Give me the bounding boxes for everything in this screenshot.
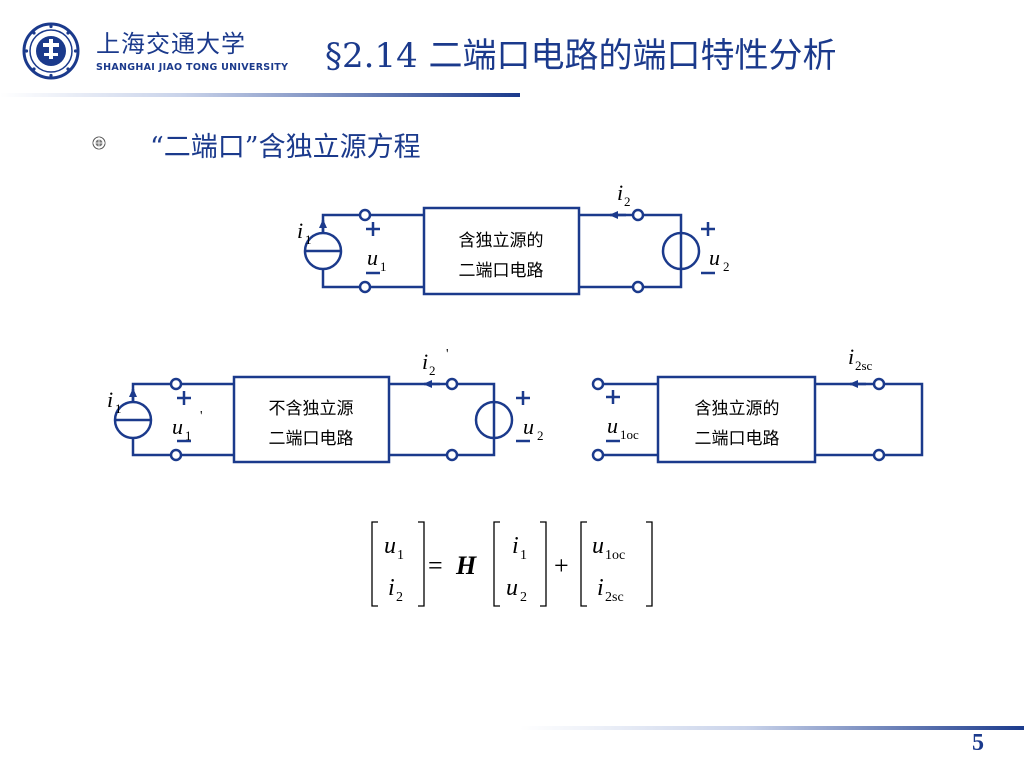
terminal-icon xyxy=(872,377,886,391)
label-u1-prime: u xyxy=(172,414,183,439)
label-i2-prime-mark: ' xyxy=(446,347,449,362)
label-u2: u xyxy=(709,245,720,270)
label-u1-prime-sub: 1 xyxy=(185,428,192,443)
eq-rhs-bot-sub: 2sc xyxy=(605,590,624,605)
label-u1: u xyxy=(367,245,378,270)
terminal-icon xyxy=(169,377,183,391)
terminal-icon xyxy=(169,448,183,462)
label-i2sc-sub: 2sc xyxy=(855,358,873,373)
current-source-icon xyxy=(303,231,343,271)
label-u2: u xyxy=(523,414,534,439)
eq-rhs-top-sub: 1oc xyxy=(605,548,625,563)
label-u1oc-sub: 1oc xyxy=(620,427,639,442)
terminal-icon xyxy=(631,208,645,222)
current-source-icon xyxy=(113,400,153,440)
terminal-icon xyxy=(872,448,886,462)
box-label-line1: 含独立源的 xyxy=(695,399,780,419)
label-i2-prime: i xyxy=(422,349,428,374)
voltage-source-icon xyxy=(661,231,701,271)
label-i2sc: i xyxy=(848,344,854,369)
label-i2-sub: 2 xyxy=(624,194,631,209)
box-label-line2: 二端口电路 xyxy=(459,261,544,281)
sjtu-emblem-icon xyxy=(22,22,80,80)
eq-lhs-bot: i xyxy=(388,575,395,601)
box-label-line2: 二端口电路 xyxy=(695,429,780,449)
bullet-icon xyxy=(92,136,106,150)
two-port-box xyxy=(232,375,391,464)
label-u1oc: u xyxy=(607,413,618,438)
label-i2-prime-sub: 2 xyxy=(429,363,436,378)
terminal-icon xyxy=(591,377,605,391)
label-u1-sub: 1 xyxy=(380,259,387,274)
eq-mid-bot: u xyxy=(506,575,518,601)
eq-rhs-bot: i xyxy=(597,575,604,601)
two-port-box xyxy=(656,375,817,464)
circuit-top xyxy=(303,206,715,296)
short-circuit-wire xyxy=(879,382,924,457)
page-number: 5 xyxy=(972,730,984,756)
label-i1: i xyxy=(107,387,113,412)
terminal-icon xyxy=(631,280,645,294)
footer-divider xyxy=(520,726,1024,730)
terminal-icon xyxy=(445,448,459,462)
label-i1-sub: 1 xyxy=(305,232,312,247)
label-i2: i xyxy=(617,180,623,205)
label-u1-prime-mark: ' xyxy=(200,409,203,424)
terminal-icon xyxy=(358,208,372,222)
bullet-text: “二端口”含独立源方程 xyxy=(150,132,421,163)
eq-H-matrix: H xyxy=(455,551,477,580)
box-label-line1: 含独立源的 xyxy=(459,231,544,251)
label-i1-sub: 1 xyxy=(115,401,122,416)
eq-equals: = xyxy=(428,551,443,580)
eq-mid-top: i xyxy=(512,533,519,559)
logo-english-name: SHANGHAI JIAO TONG UNIVERSITY xyxy=(96,62,289,73)
box-label-line1: 不含独立源 xyxy=(269,399,354,419)
label-u2-sub: 2 xyxy=(537,428,544,443)
circuit-left xyxy=(113,375,530,464)
eq-rhs-top: u xyxy=(592,533,604,559)
circuit-right xyxy=(591,375,924,464)
box-label-line2: 二端口电路 xyxy=(269,429,354,449)
eq-lhs-top-sub: 1 xyxy=(397,548,404,563)
eq-lhs-bot-sub: 2 xyxy=(396,590,403,605)
label-i1: i xyxy=(297,218,303,243)
voltage-source-icon xyxy=(474,400,514,440)
terminal-icon xyxy=(591,448,605,462)
terminal-icon xyxy=(358,280,372,294)
sjtu-logo xyxy=(22,22,80,80)
eq-mid-bot-sub: 2 xyxy=(520,590,527,605)
terminal-icon xyxy=(445,377,459,391)
eq-mid-top-sub: 1 xyxy=(520,548,527,563)
label-u2-sub: 2 xyxy=(723,259,730,274)
logo-chinese-name: 上海交通大学 xyxy=(96,30,246,58)
eq-lhs-top: u xyxy=(384,533,396,559)
matrix-equation xyxy=(371,521,653,607)
title-divider xyxy=(0,93,520,97)
eq-plus: + xyxy=(554,551,569,580)
slide-title: §2.14 二端口电路的端口特性分析 xyxy=(325,36,837,76)
two-port-box xyxy=(422,206,581,296)
